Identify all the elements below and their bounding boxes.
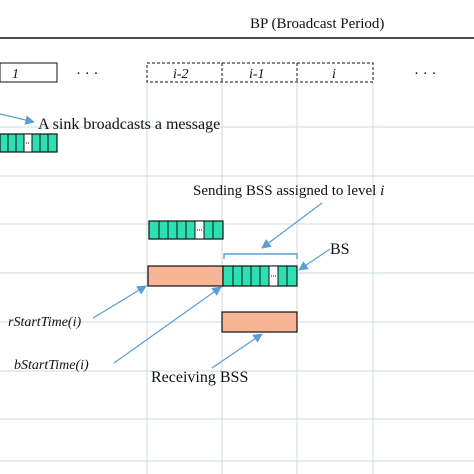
bs-label: BS: [330, 241, 350, 258]
period-label-i: i: [332, 67, 336, 82]
sending-bss-label: Sending BSS assigned to level i: [193, 183, 384, 199]
period-ellipsis-right: · · ·: [414, 66, 437, 82]
sink-arrow: [0, 113, 35, 125]
sending-bss-level: i: [380, 183, 384, 199]
receiving-bss-block-lower: [221, 311, 298, 333]
broadcast-period-title: BP (Broadcast Period): [250, 16, 384, 32]
sending-bss-label-text: Sending BSS assigned to level: [193, 183, 380, 199]
period-label-1: 1: [12, 67, 19, 82]
bstart-time-label: bStartTime(i): [14, 358, 89, 373]
period-slot-1: [0, 62, 58, 83]
receiving-bss-label: Receiving BSS: [151, 369, 248, 386]
rstart-time-label: rStartTime(i): [8, 315, 81, 330]
sink-broadcast-label: A sink broadcasts a message: [38, 116, 220, 133]
sink-message-block: [0, 133, 58, 153]
rstart-arrow: [92, 285, 147, 319]
period-ellipsis-left: · · ·: [76, 66, 99, 82]
period-slots-dashed: [146, 62, 374, 83]
receiving-bss-block-upper: [147, 265, 224, 287]
period-label-i-1: i-1: [249, 67, 265, 82]
bs-arrow: [298, 248, 331, 271]
receiving-bss-arrow: [211, 333, 263, 369]
bstart-arrow: [113, 286, 222, 364]
bs-bracket: [223, 253, 298, 259]
period-label-i-2: i-2: [173, 67, 189, 82]
period-strip: 1 · · · i-2 i-1 i · · ·: [0, 62, 437, 83]
bs-block: [222, 265, 298, 287]
sending-bss-block-upper: [148, 220, 224, 240]
sending-bss-arrow: [261, 202, 323, 249]
